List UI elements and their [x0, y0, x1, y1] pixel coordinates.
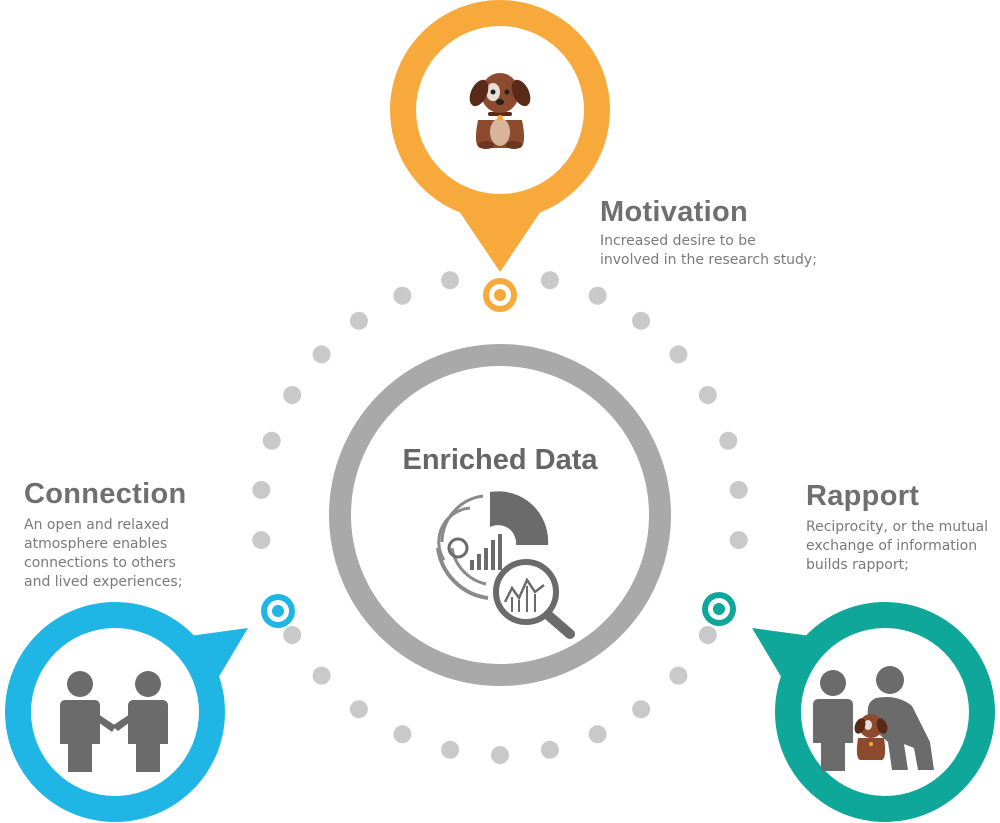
rapport-title: Rapport: [806, 480, 920, 512]
orbit-dot: [588, 286, 607, 305]
data-analytics-magnifier-icon: [436, 491, 575, 639]
orbit-dot: [729, 531, 748, 550]
motivation-description: Increased desire to be involved in the r…: [600, 233, 817, 268]
orbit-dot: [540, 740, 559, 759]
orbit-dot: [669, 345, 688, 364]
orbit-dot: [349, 700, 368, 719]
connection-title: Connection: [24, 478, 187, 510]
orbit-dot: [698, 626, 717, 644]
people-with-dog-icon: [813, 666, 934, 771]
orbit-dot: [698, 386, 717, 404]
orbit-dot: [588, 725, 607, 744]
orbit-dot: [719, 431, 738, 450]
orbit-dot: [441, 271, 460, 290]
orbit-dot: [393, 286, 412, 305]
dotted-orbit: [252, 271, 748, 764]
orbit-dot: [262, 431, 281, 450]
orbit-dot: [393, 725, 412, 744]
two-people-handshake-icon: [60, 671, 168, 772]
orbit-dot: [283, 386, 302, 404]
orbit-dot: [349, 311, 368, 330]
orbit-dot: [252, 480, 271, 499]
center-title: Enriched Data: [402, 444, 598, 476]
orbit-dot: [312, 345, 331, 364]
connection-description: An open and relaxed atmosphere enables c…: [24, 517, 183, 590]
orbit-dot: [441, 740, 460, 759]
orbit-dot: [252, 531, 271, 550]
rapport-description: Reciprocity, or the mutual exchange of i…: [806, 519, 988, 573]
orbit-dot: [729, 480, 748, 499]
motivation-title: Motivation: [600, 196, 748, 228]
orbit-dot: [540, 271, 559, 290]
orbit-dot: [491, 746, 509, 764]
orbit-dot: [632, 311, 651, 330]
motivation-marker: [390, 0, 610, 312]
orbit-dot: [669, 666, 688, 685]
orbit-dot: [312, 666, 331, 685]
dog-icon: [469, 73, 531, 149]
center-ring: [329, 344, 671, 686]
orbit-dot: [283, 626, 302, 644]
orbit-dot: [632, 700, 651, 719]
